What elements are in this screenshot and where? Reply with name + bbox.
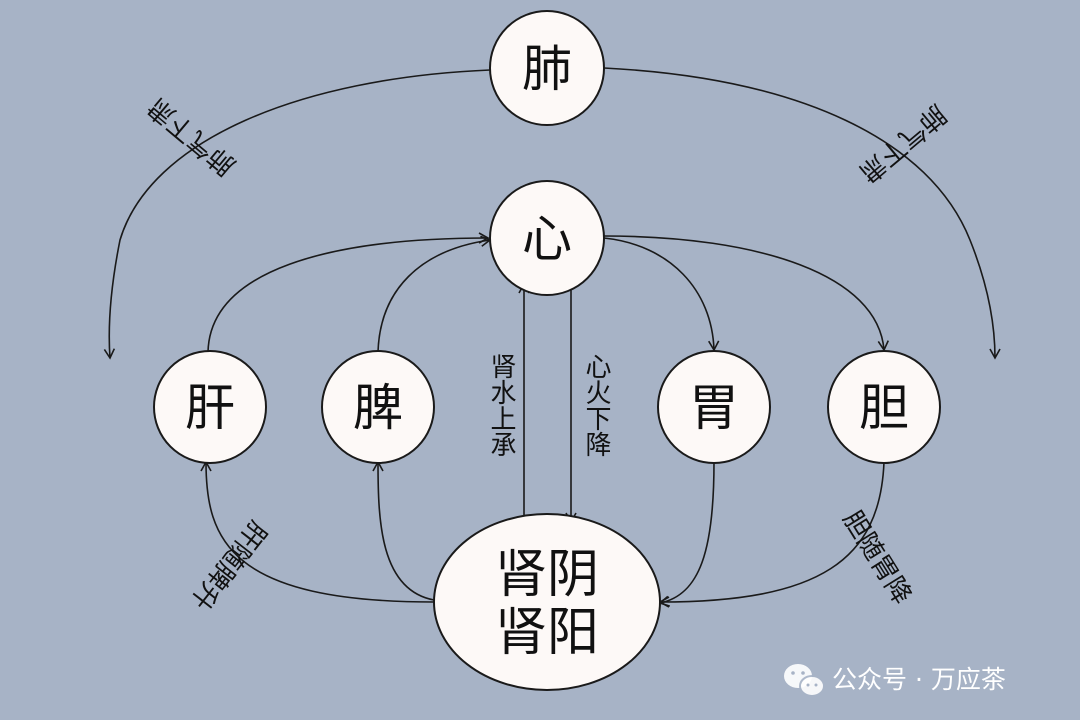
node-shen-yin-label: 肾阴: [495, 545, 599, 605]
node-gan-label: 肝: [185, 379, 235, 437]
node-wei: 胃: [657, 350, 771, 464]
edge-fei-to-gan-side: [103, 69, 491, 360]
label-gan-left: 肝随脾升: [184, 515, 272, 615]
label-shen-up: 肾水上承: [486, 353, 516, 457]
edge-pi-to-xin: [377, 235, 492, 353]
edge-shen-to-pi: [372, 460, 435, 601]
edge-fei-to-dan-side: [603, 67, 1001, 360]
node-dan: 胆: [827, 350, 941, 464]
edge-xin-to-dan: [603, 235, 889, 352]
node-shen-yang-label: 肾阳: [495, 603, 599, 663]
node-fei-label: 肺: [522, 40, 572, 98]
edge-dan-to-shen: [658, 461, 885, 608]
label-fei-right: 肺气下肃: [853, 98, 952, 188]
label-fei-left: 肺气下肃: [142, 91, 241, 181]
watermark: 公众号 · 万应茶: [784, 664, 1006, 697]
node-xin: 心: [489, 180, 605, 296]
node-wei-label: 胃: [689, 379, 739, 437]
watermark-text: 公众号 · 万应茶: [832, 665, 1006, 694]
node-pi: 脾: [321, 350, 435, 464]
edge-xin-to-wei: [603, 237, 720, 352]
edges: [103, 67, 1001, 608]
label-dan-right: 胆随胃降: [837, 506, 918, 610]
node-pi-label: 脾: [353, 379, 403, 437]
node-shen: 肾阴 肾阳: [433, 513, 661, 691]
node-xin-label: 心: [522, 210, 572, 268]
node-fei: 肺: [489, 10, 605, 126]
edge-shen-to-gan: [200, 460, 435, 603]
node-gan: 肝: [153, 350, 267, 464]
edge-wei-to-shen: [658, 461, 715, 607]
edge-gan-to-xin: [207, 232, 490, 353]
node-dan-label: 胆: [859, 379, 909, 437]
label-xin-down: 心火下降: [581, 353, 611, 457]
wechat-icon: [784, 664, 825, 697]
